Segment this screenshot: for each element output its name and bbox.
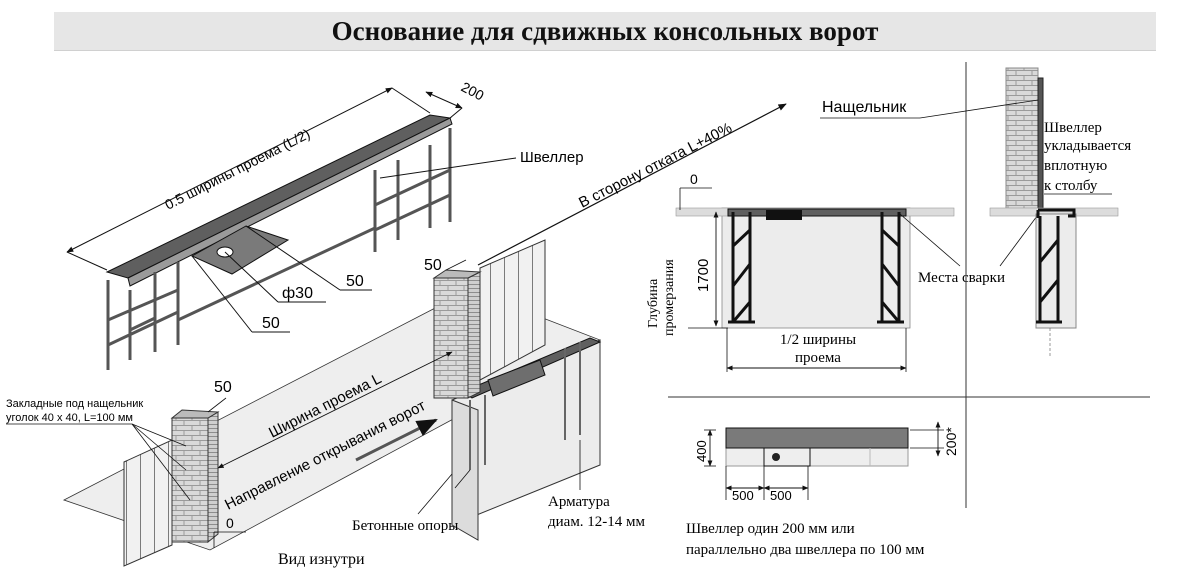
half-width-line2: проема bbox=[795, 350, 841, 366]
rebar-label-line1: Арматура bbox=[548, 494, 610, 510]
section-concrete bbox=[721, 207, 911, 329]
side-concrete bbox=[1035, 213, 1077, 329]
cover-strip-label: Нащельник bbox=[822, 99, 907, 116]
channel-label: Швеллер bbox=[520, 149, 584, 166]
half-width-line1: 1/2 ширины bbox=[780, 332, 856, 348]
iso-gate: Закладные под нащельник уголок 40 х 40, … bbox=[6, 239, 646, 568]
depth-value: 1700 bbox=[695, 259, 712, 292]
pillar-right-dim: 50 bbox=[424, 257, 442, 274]
rollback-arrow bbox=[477, 103, 787, 266]
opening-width-line bbox=[217, 351, 453, 469]
concrete-label: Бетонные опоры bbox=[352, 518, 458, 534]
side-brick-pillar bbox=[1005, 67, 1039, 211]
plan-mount-plate bbox=[763, 447, 811, 467]
dim-50-left: 50 bbox=[262, 315, 280, 332]
rebar-label-line2: диам. 12-14 мм bbox=[548, 514, 646, 530]
pillar-left-dim: 50 bbox=[214, 379, 232, 396]
welds-label: Места сварки bbox=[918, 270, 1005, 286]
frame-legs bbox=[106, 128, 452, 370]
length-dimension-line bbox=[66, 87, 393, 253]
fence-panel-left bbox=[123, 439, 173, 567]
rebar-cage bbox=[469, 342, 581, 470]
side-cover-strip bbox=[1037, 77, 1044, 211]
width-dimension-line bbox=[425, 91, 463, 109]
rollback-label: В сторону отката L+40% bbox=[576, 119, 735, 211]
pillar-right-face bbox=[433, 277, 469, 399]
depth-label-line2: промерзания bbox=[662, 259, 677, 336]
title-bar: Основание для сдвижных консольных ворот bbox=[54, 12, 1156, 51]
embed-label-line1: Закладные под нащельник bbox=[6, 398, 143, 410]
channel-note-line2: укладывается bbox=[1044, 138, 1131, 154]
section-rebar bbox=[728, 212, 904, 324]
section-view: 0 Глубина промерзания 1700 Места сварки … bbox=[646, 171, 1041, 372]
section-channel bbox=[727, 208, 907, 217]
plan-view: 400 200* 500 500 Швеллер один 200 мм или… bbox=[686, 421, 959, 558]
side-view: Нащельник Швеллер укладывается вплотную … bbox=[820, 67, 1131, 356]
side-channel bbox=[1036, 208, 1076, 218]
plan-dim-500-a: 500 bbox=[732, 488, 754, 503]
plan-dim-500-b: 500 bbox=[770, 488, 792, 503]
plan-note-line1: Швеллер один 200 мм или bbox=[686, 521, 855, 537]
plan-hole bbox=[772, 453, 780, 461]
channel-note-line4: к столбу bbox=[1044, 178, 1098, 194]
side-rebar bbox=[1036, 216, 1062, 324]
channel-note-line3: вплотную bbox=[1044, 158, 1107, 174]
plan-note-line2: параллельно два швеллера по 100 мм bbox=[686, 542, 925, 558]
plan-dim-400: 400 bbox=[694, 440, 709, 462]
width-label: 200 bbox=[459, 79, 487, 104]
open-direction-arrow bbox=[355, 418, 438, 462]
depth-label-line1: Глубина bbox=[646, 278, 661, 328]
plan-channel bbox=[725, 427, 909, 449]
section-zero-label: 0 bbox=[690, 171, 698, 187]
inside-view-label: Вид изнутри bbox=[278, 551, 365, 568]
section-embed-plate bbox=[766, 210, 802, 220]
embed-label-line2: уголок 40 х 40, L=100 мм bbox=[6, 412, 133, 424]
channel-note-line1: Швеллер bbox=[1044, 120, 1102, 136]
page-title: Основание для сдвижных консольных ворот bbox=[331, 16, 879, 46]
dim-50-right: 50 bbox=[346, 273, 364, 290]
pillar-left-face bbox=[171, 417, 209, 543]
gate-zero-label: 0 bbox=[226, 515, 234, 531]
hole-label: ф30 bbox=[282, 285, 313, 302]
plan-dim-200: 200* bbox=[943, 427, 959, 456]
